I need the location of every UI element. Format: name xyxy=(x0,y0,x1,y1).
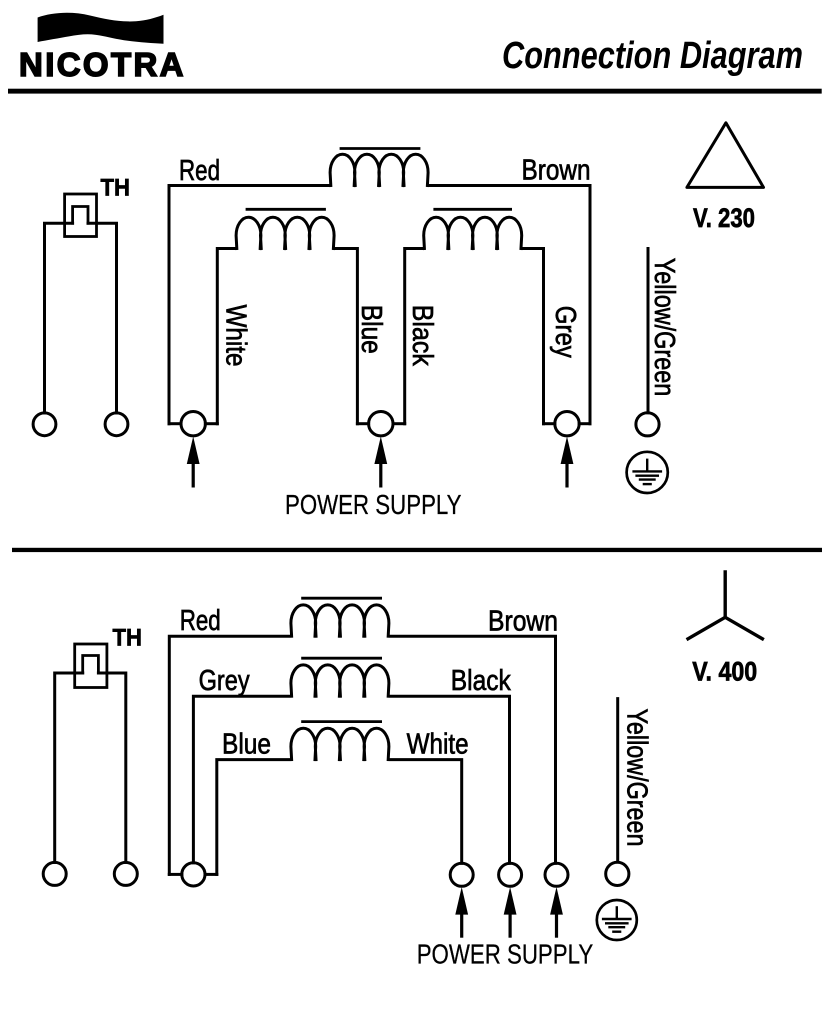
svg-text:White: White xyxy=(407,729,469,761)
svg-text:V. 230: V. 230 xyxy=(693,203,755,233)
svg-text:Blue: Blue xyxy=(222,729,271,761)
svg-text:Red: Red xyxy=(180,605,221,637)
svg-text:Black: Black xyxy=(406,305,438,366)
svg-text:Grey: Grey xyxy=(199,665,250,697)
svg-text:Brown: Brown xyxy=(488,606,558,638)
svg-text:Yellow/Green: Yellow/Green xyxy=(648,258,680,397)
svg-text:TH: TH xyxy=(101,175,131,202)
svg-text:Black: Black xyxy=(451,665,511,697)
svg-text:Connection Diagram: Connection Diagram xyxy=(502,34,803,77)
svg-text:POWER SUPPLY: POWER SUPPLY xyxy=(285,489,462,520)
svg-text:TH: TH xyxy=(113,625,143,652)
svg-text:Blue: Blue xyxy=(355,305,387,354)
svg-text:Grey: Grey xyxy=(549,306,581,358)
svg-text:Red: Red xyxy=(179,155,220,187)
svg-text:White: White xyxy=(220,305,252,367)
svg-text:Brown: Brown xyxy=(522,155,591,187)
svg-text:NICOTRA: NICOTRA xyxy=(19,46,184,83)
svg-text:POWER SUPPLY: POWER SUPPLY xyxy=(417,939,594,970)
svg-text:V. 400: V. 400 xyxy=(692,656,757,686)
svg-text:Yellow/Green: Yellow/Green xyxy=(621,709,653,847)
